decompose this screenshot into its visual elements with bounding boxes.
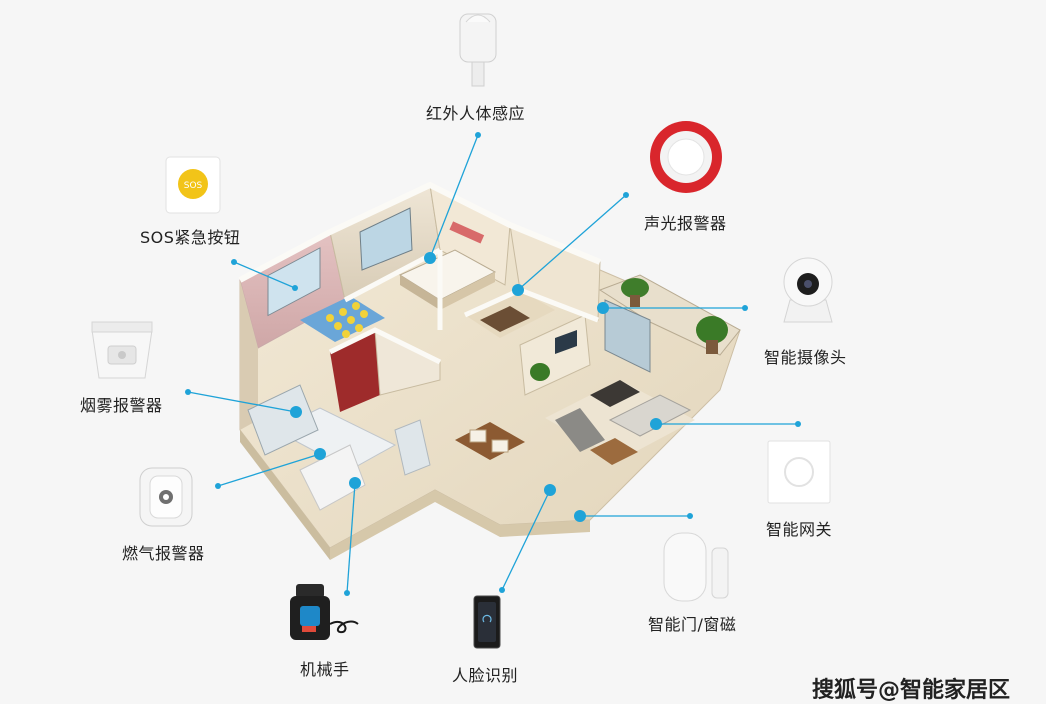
label-smoke-detector: 烟雾报警器 bbox=[80, 396, 163, 415]
connector-smoke bbox=[187, 391, 297, 413]
connector-sos bbox=[233, 261, 296, 289]
siren-icon bbox=[650, 121, 722, 193]
sos-button-icon: SOS bbox=[165, 156, 221, 214]
plant-tv bbox=[530, 363, 550, 381]
watermark: 搜狐号@智能家居区 bbox=[812, 678, 1011, 703]
label-manipulator: 机械手 bbox=[300, 660, 350, 679]
label-pir-sensor: 红外人体感应 bbox=[426, 104, 526, 123]
label-gateway: 智能网关 bbox=[766, 520, 833, 539]
camera-icon bbox=[783, 257, 833, 323]
connector-manipulator bbox=[346, 482, 356, 594]
connector-siren bbox=[517, 194, 627, 291]
label-gas-detector: 燃气报警器 bbox=[122, 544, 205, 563]
smoke-detector-icon bbox=[91, 321, 153, 379]
sos-icon-text: SOS bbox=[184, 181, 203, 191]
connector-pir bbox=[429, 134, 479, 259]
apartment-illustration bbox=[238, 181, 741, 560]
door-sensor-icon bbox=[663, 532, 729, 602]
plant-right bbox=[696, 316, 728, 354]
connector-gas bbox=[217, 453, 321, 487]
pir-sensor-icon bbox=[459, 13, 497, 87]
label-camera: 智能摄像头 bbox=[764, 348, 847, 367]
plant-left bbox=[621, 278, 649, 307]
gas-detector-icon bbox=[139, 467, 193, 527]
label-face-recognition: 人脸识别 bbox=[452, 666, 519, 685]
label-siren: 声光报警器 bbox=[644, 214, 727, 233]
gateway-icon bbox=[767, 440, 831, 504]
label-door-sensor: 智能门/窗磁 bbox=[648, 615, 737, 634]
connector-face bbox=[501, 489, 551, 591]
connector-dots bbox=[185, 132, 801, 596]
valve-manipulator-icon bbox=[290, 584, 359, 640]
face-recognition-icon bbox=[473, 595, 501, 649]
connector-lines bbox=[187, 134, 798, 594]
label-sos-button: SOS紧急按钮 bbox=[140, 228, 241, 247]
